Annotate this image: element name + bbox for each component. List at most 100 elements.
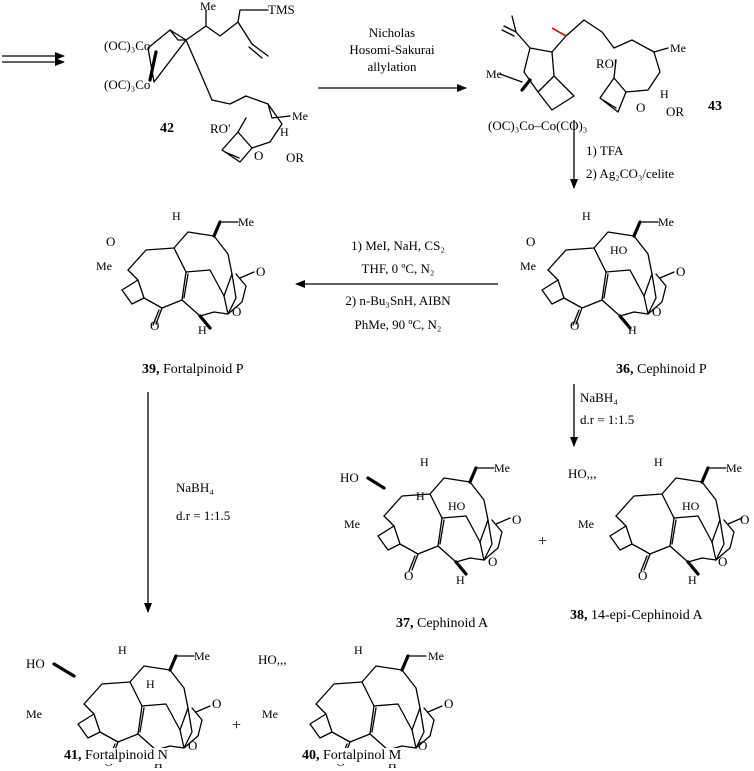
- svg-text:HO: HO: [448, 499, 466, 513]
- label-40-number: 40,: [302, 748, 320, 763]
- svg-text:Me: Me: [96, 259, 112, 273]
- svg-text:O: O: [444, 696, 453, 711]
- svg-text:Me: Me: [726, 461, 742, 475]
- compound-42: (OC)₃Co (OC)₃Co Me TMS Me RO' H O OR 42: [104, 0, 308, 165]
- label-37: 37, Cephinoid A: [396, 616, 489, 631]
- svg-text:O: O: [256, 264, 265, 279]
- svg-text:H: H: [354, 643, 363, 657]
- label-40-name: Fortalpinol M: [319, 748, 402, 763]
- svg-text:Nicholas: Nicholas: [369, 25, 415, 40]
- svg-text:2) Ag₂CO₃/celite: 2) Ag₂CO₃/celite: [586, 166, 674, 181]
- svg-text:Me: Me: [262, 707, 278, 721]
- svg-text:allylation: allylation: [367, 59, 417, 74]
- label-43: 43: [708, 99, 722, 114]
- svg-text:Me: Me: [292, 109, 308, 123]
- svg-text:H: H: [118, 643, 127, 657]
- svg-text:O: O: [570, 318, 579, 333]
- svg-text:O: O: [404, 568, 413, 583]
- svg-text:Me: Me: [238, 215, 254, 229]
- label-39: 39, Fortalpinoid P: [142, 362, 244, 377]
- arrow-step1: Nicholas Hosomi-Sakurai allylation: [318, 25, 467, 92]
- svg-text:H: H: [654, 455, 663, 469]
- svg-text:1) MeI, NaH, CS₂: 1) MeI, NaH, CS₂: [351, 238, 445, 253]
- svg-text:H: H: [628, 323, 637, 337]
- svg-text:H: H: [456, 573, 465, 587]
- label-41-name: Fortalpinoid N: [81, 748, 168, 763]
- svg-text:O: O: [638, 568, 647, 583]
- svg-text:H: H: [198, 323, 207, 337]
- svg-text:H: H: [416, 489, 425, 503]
- label-41-number: 41,: [64, 748, 82, 763]
- arrow-step5: NaBH₄ d.r = 1:1.5: [144, 392, 230, 613]
- label-42: 42: [160, 121, 174, 136]
- svg-text:1) TFA: 1) TFA: [586, 143, 624, 158]
- svg-text:H: H: [146, 677, 155, 691]
- svg-text:Me: Me: [194, 649, 210, 663]
- arrow-step4: NaBH₄ d.r = 1:1.5: [570, 384, 634, 447]
- svg-text:d.r = 1:1.5: d.r = 1:1.5: [580, 412, 634, 427]
- svg-text:Me: Me: [428, 649, 444, 663]
- svg-text:OR: OR: [666, 104, 684, 119]
- leading-double-arrow: [2, 52, 65, 66]
- label-36: 36, Cephinoid P: [616, 362, 707, 377]
- svg-text:O: O: [718, 554, 727, 569]
- label-38: 38, 14-epi-Cephinoid A: [570, 608, 703, 623]
- svg-text:H: H: [420, 455, 429, 469]
- svg-text:O: O: [212, 696, 221, 711]
- svg-text:O: O: [512, 512, 521, 527]
- svg-text:Me: Me: [494, 461, 510, 475]
- svg-text:H: H: [280, 125, 289, 139]
- svg-text:O: O: [106, 234, 115, 249]
- tms-label: TMS: [268, 2, 295, 17]
- caption-40: 40, Fortalpinol M: [300, 748, 404, 764]
- svg-text:H: H: [154, 757, 163, 771]
- svg-text:H: H: [388, 757, 397, 771]
- svg-text:RO': RO': [596, 56, 616, 71]
- caption-41: 41, Fortalpinoid N: [62, 748, 170, 764]
- svg-text:Me: Me: [578, 517, 594, 531]
- svg-text:Hosomi-Sakurai: Hosomi-Sakurai: [349, 42, 435, 57]
- svg-text:HO: HO: [340, 470, 359, 485]
- co43-label: (OC)₃Co–Co(CO)₃: [488, 118, 587, 133]
- svg-text:O: O: [526, 234, 535, 249]
- compound-43: Me (OC)₃Co–Co(CO)₃ Me RO' H O OR 43: [486, 15, 722, 133]
- svg-text:H: H: [688, 573, 697, 587]
- svg-text:PhMe, 90 ºC, N₂: PhMe, 90 ºC, N₂: [355, 317, 442, 332]
- compound-40: HO,,, Me H Me O H O O: [258, 643, 453, 771]
- svg-text:OR: OR: [286, 150, 304, 165]
- svg-text:O: O: [418, 738, 427, 753]
- plus-sign-1: +: [538, 533, 547, 550]
- svg-text:O: O: [188, 738, 197, 753]
- co-label-a: (OC)₃Co: [104, 38, 150, 53]
- svg-text:H: H: [582, 209, 591, 223]
- svg-text:O: O: [636, 100, 645, 115]
- svg-text:Me: Me: [658, 215, 674, 229]
- svg-text:O: O: [150, 318, 159, 333]
- svg-text:2) n-Bu₃SnH, AIBN: 2) n-Bu₃SnH, AIBN: [345, 293, 451, 308]
- arrow-step2: 1) TFA 2) Ag₂CO₃/celite: [570, 120, 674, 189]
- svg-text:O: O: [676, 264, 685, 279]
- svg-text:O: O: [740, 512, 749, 527]
- svg-text:H: H: [660, 87, 669, 101]
- svg-text:NaBH₄: NaBH₄: [176, 480, 214, 495]
- plus-sign-2: +: [232, 717, 241, 734]
- svg-text:HO: HO: [682, 499, 700, 513]
- svg-text:O: O: [232, 304, 241, 319]
- svg-text:NaBH₄: NaBH₄: [580, 390, 618, 405]
- svg-text:HO: HO: [610, 243, 628, 257]
- svg-text:Me: Me: [26, 707, 42, 721]
- svg-text:Me: Me: [344, 517, 360, 531]
- svg-text:H: H: [172, 209, 181, 223]
- arrow-step3: 1) MeI, NaH, CS₂ THF, 0 ºC, N₂ 2) n-Bu₃S…: [295, 238, 498, 332]
- svg-text:HO,,,: HO,,,: [258, 652, 287, 667]
- svg-text:O: O: [652, 304, 661, 319]
- svg-text:O: O: [254, 148, 263, 163]
- compound-39: O Me H Me O H O O 39, Fortalpinoid P: [96, 209, 265, 377]
- ro-prime-label: RO': [210, 121, 230, 136]
- compound-38: HO,,, Me H Me HO O H O O 38, 14-epi-Ceph…: [568, 455, 749, 623]
- ch3-label: Me: [200, 0, 216, 13]
- svg-text:HO,,,: HO,,,: [568, 466, 597, 481]
- co-label-b: (OC)₃Co: [104, 77, 150, 92]
- compound-36: O Me H Me HO O H O O 36, Cephinoid P: [520, 209, 707, 377]
